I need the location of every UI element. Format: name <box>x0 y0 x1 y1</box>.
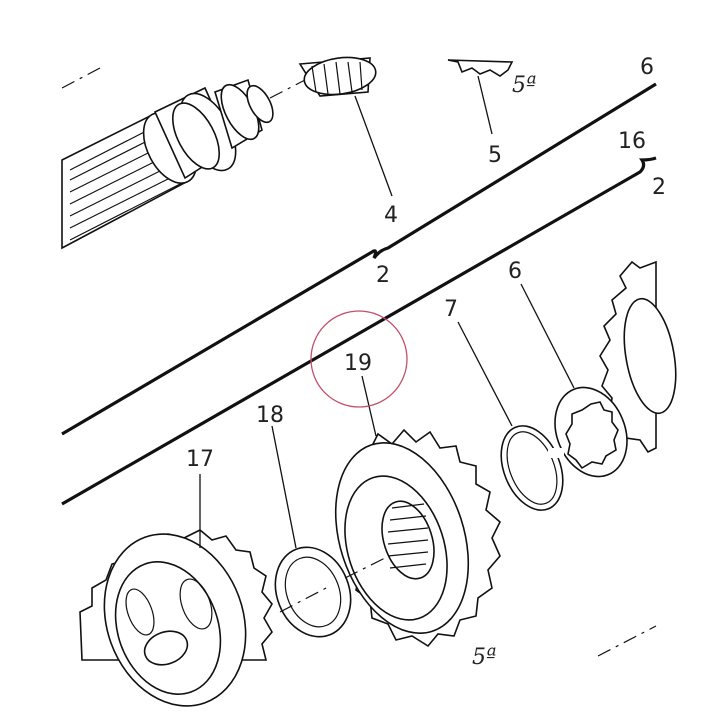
label-part-7: 7 <box>444 297 458 322</box>
axis-dash-18 <box>279 585 331 613</box>
label-part-2: 2 <box>376 263 390 288</box>
leader-5 <box>477 75 493 135</box>
gear-part-17 <box>79 529 273 707</box>
leader-7 <box>457 321 513 427</box>
label-part-5a-bottom: 5ª <box>472 645 496 670</box>
shaft-axis-dash <box>269 79 306 99</box>
main-shaft <box>61 78 274 250</box>
label-part-16-edge: 2 <box>652 175 666 200</box>
label-part-19: 19 <box>344 351 372 376</box>
group-bracket-16 <box>61 156 657 506</box>
leader-18 <box>271 425 297 549</box>
label-part-6: 6 <box>508 259 522 284</box>
snap-ring-part-7 <box>500 425 564 511</box>
leader-4 <box>354 95 393 197</box>
label-part-5a-top: 5ª <box>512 73 536 98</box>
centerline-top <box>61 67 101 89</box>
label-part-16: 16 <box>618 129 646 154</box>
label-part-4: 4 <box>384 203 398 228</box>
thrust-washer-part-18 <box>274 546 352 638</box>
centerline-bottom <box>597 625 657 657</box>
label-part-5: 5 <box>488 143 502 168</box>
splined-washer-part-6 <box>554 386 628 478</box>
gear-part-19 <box>334 428 501 648</box>
needle-bearing-part-4 <box>298 56 377 97</box>
highlight-circle <box>310 310 408 408</box>
label-part-18: 18 <box>256 403 284 428</box>
label-part-17: 17 <box>186 447 214 472</box>
gear-5a-top-fragment <box>447 59 514 77</box>
group-bracket-2 <box>61 82 657 436</box>
axis-dash-19 <box>344 557 386 579</box>
label-part-6-top: 6 <box>640 55 654 80</box>
leader-6 <box>520 283 575 389</box>
